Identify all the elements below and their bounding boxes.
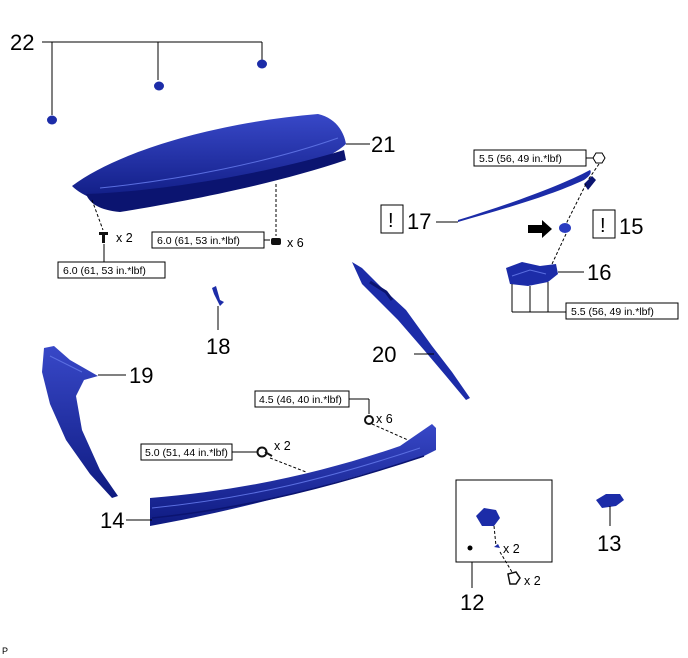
callout-12: 12	[460, 590, 484, 615]
torque-5.5-right: 5.5 (56, 49 in.*lbf)	[571, 306, 654, 318]
multiplier-45-x6: x 6	[376, 412, 393, 426]
fastener-5.0: 5.0 (51, 44 in.*lbf) x 2	[140, 439, 307, 473]
callout-21: 21	[371, 132, 395, 157]
callout-20: 20	[372, 342, 396, 367]
torque-5.0: 5.0 (51, 44 in.*lbf)	[145, 447, 228, 459]
callout-15: 15	[619, 214, 643, 239]
part-19-garnish: 19	[42, 346, 153, 498]
spoiler-nut-mid: 6.0 (61, 53 in.*lbf) x 6	[151, 184, 304, 250]
corner-mark: P	[2, 646, 8, 656]
callout-17: 17	[407, 209, 431, 234]
part-13-clip: 13	[596, 494, 624, 556]
caution-17: !	[388, 210, 394, 232]
part-12-inset: x 2 x 2 12	[455, 479, 553, 615]
cap-22-b	[154, 81, 164, 91]
part-22-group: 22	[10, 30, 267, 125]
part-14-garnish: 14	[100, 424, 436, 533]
multiplier-12a-x2: x 2	[503, 542, 520, 556]
callout-18: 18	[206, 334, 230, 359]
callout-14: 14	[100, 508, 124, 533]
cap-22-a	[47, 115, 57, 125]
multiplier-12b-x2: x 2	[524, 574, 541, 588]
torque-4.5: 4.5 (46, 40 in.*lbf)	[259, 394, 342, 406]
part-16-bracket: 16 5.5 (56, 49 in.*lbf)	[506, 260, 679, 320]
nut-5.5-top: 5.5 (56, 49 in.*lbf)	[473, 149, 606, 181]
part-18-clip: 18	[206, 286, 230, 359]
torque-6.0-mid: 6.0 (61, 53 in.*lbf)	[157, 235, 240, 247]
caution-15: !	[600, 215, 606, 237]
torque-6.0-left: 6.0 (61, 53 in.*lbf)	[63, 265, 146, 277]
cap-22-c	[257, 59, 267, 69]
callout-19: 19	[129, 363, 153, 388]
multiplier-50-x2: x 2	[274, 439, 291, 453]
part-15-clip: ! 15	[528, 183, 643, 265]
fastener-4.5: 4.5 (46, 40 in.*lbf) x 6	[254, 390, 409, 441]
callout-22: 22	[10, 30, 34, 55]
part-17-strip: ! 17	[380, 170, 596, 234]
part-20-garnish: 20	[352, 262, 470, 400]
multiplier-mid-x6: x 6	[287, 236, 304, 250]
callout-16: 16	[587, 260, 611, 285]
torque-5.5-top: 5.5 (56, 49 in.*lbf)	[479, 153, 562, 165]
callout-13: 13	[597, 531, 621, 556]
part-21-spoiler: 21	[72, 114, 395, 212]
spoiler-bolt-left: x 2 6.0 (61, 53 in.*lbf)	[57, 199, 166, 279]
multiplier-left-x2: x 2	[116, 231, 133, 245]
